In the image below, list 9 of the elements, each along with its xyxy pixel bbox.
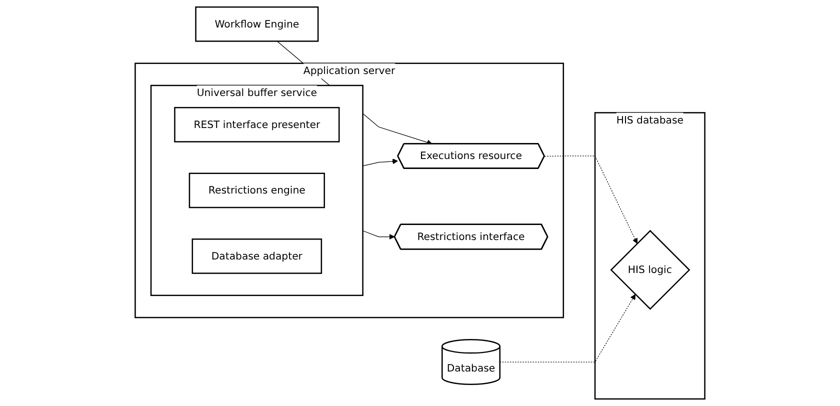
- node-diamond: HIS logic: [610, 230, 690, 310]
- node-box: REST interface presenter: [174, 106, 340, 142]
- arrow: [500, 294, 636, 362]
- node-box: Workflow Engine: [195, 6, 319, 42]
- arrow: [544, 156, 638, 244]
- node-box: Database adapter: [192, 238, 322, 274]
- node-box: Restrictions engine: [188, 172, 325, 208]
- arrow: [362, 158, 398, 166]
- arrow: [362, 230, 395, 240]
